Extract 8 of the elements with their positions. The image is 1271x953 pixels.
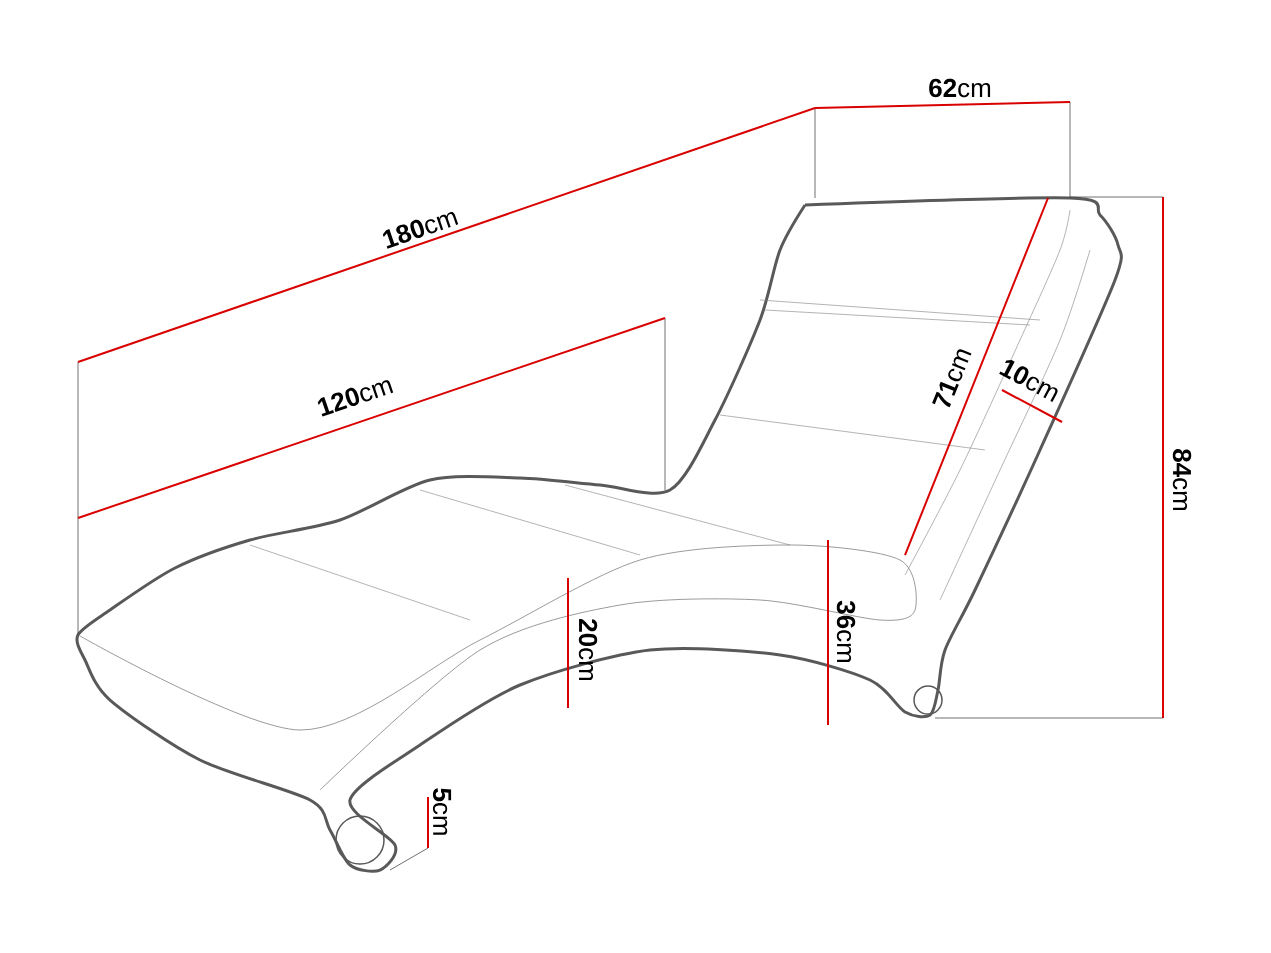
- dimension-label: 120cm: [317, 380, 394, 417]
- dimension-label: 36cm: [836, 600, 856, 663]
- dimension-label: 5cm: [432, 788, 452, 835]
- dimension-label: 180cm: [382, 212, 459, 249]
- dimension-label: 71cm: [932, 349, 972, 408]
- dimension-label: 84cm: [1172, 449, 1192, 511]
- dimension-label: 20cm: [578, 619, 598, 681]
- dimension-label: 62cm: [929, 78, 991, 98]
